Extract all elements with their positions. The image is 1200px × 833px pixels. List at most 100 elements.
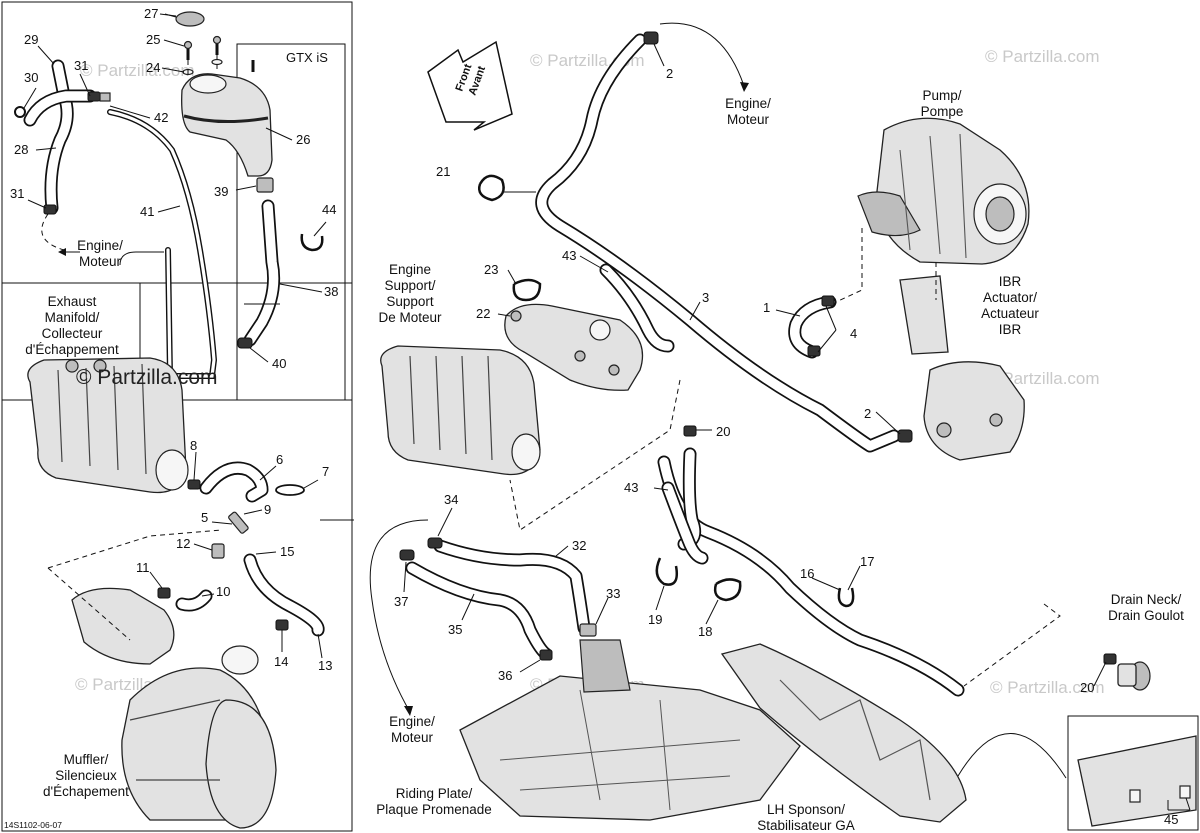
label-riding-plate: Plaque Promenade [376, 802, 492, 817]
clamp-14 [275, 619, 289, 631]
clamp-40 [237, 337, 253, 349]
callout-45: 45 [1164, 812, 1178, 827]
callout-6: 6 [276, 452, 283, 467]
callout-40: 40 [272, 356, 286, 371]
callout-15: 15 [280, 544, 294, 559]
label-exhaust: Exhaust [48, 294, 97, 309]
callout-34: 34 [444, 492, 458, 507]
callout-24: 24 [146, 60, 160, 75]
callout-37: 37 [394, 594, 408, 609]
callout-19: 19 [648, 612, 662, 627]
clamp-30 [14, 106, 26, 118]
callout-35: 35 [448, 622, 462, 637]
label-riding-plate: Riding Plate/ [396, 786, 473, 801]
watermark: © Partzilla.com [985, 47, 1100, 66]
clamp-8 [187, 479, 201, 490]
callout-12: 12 [176, 536, 190, 551]
label-exhaust: Collecteur [42, 326, 103, 341]
fitting-42 [99, 92, 111, 102]
callout-8: 8 [190, 438, 197, 453]
label-engine-top: Moteur [727, 112, 770, 127]
engine-arrow-top [659, 22, 745, 87]
callout-22: 22 [476, 306, 490, 321]
label-sponson: LH Sponson/ [767, 802, 845, 817]
clamp-18 [713, 578, 742, 602]
callout-32: 32 [572, 538, 586, 553]
engine-support [504, 303, 644, 391]
front-arrow: Front Avant [427, 40, 513, 131]
reservoir-cap [175, 11, 205, 27]
detail-inset-box [1067, 715, 1199, 831]
label-ibr: IBR [999, 322, 1022, 337]
gtx-is-inset-box [236, 43, 346, 401]
label-pump: Pompe [921, 104, 964, 119]
callout-2: 2 [666, 66, 673, 81]
watermark: © Partzilla.com [985, 369, 1100, 388]
callout-42: 42 [154, 110, 168, 125]
label-ibr: Actuateur [981, 306, 1039, 321]
callout-group: 1 2 2 3 4 5 6 7 8 9 10 11 12 13 14 15 16… [10, 6, 1178, 827]
callout-3: 3 [702, 290, 709, 305]
callout-20: 20 [716, 424, 730, 439]
callout-4: 4 [850, 326, 857, 341]
label-engine-bottom: Engine/ [389, 714, 435, 729]
label-muffler: Silencieux [55, 768, 117, 783]
exhaust-manifold [27, 357, 189, 494]
clamp-2-top [643, 31, 659, 45]
callout-29: 29 [24, 32, 38, 47]
callout-39: 39 [214, 184, 228, 199]
label-ibr: IBR [999, 274, 1022, 289]
callout-25: 25 [146, 32, 160, 47]
clamp-34 [427, 537, 443, 549]
watermark: © Partzilla.com [80, 61, 195, 80]
label-engine-left: Moteur [79, 254, 122, 269]
label-drain: Drain Neck/ [1111, 592, 1182, 607]
left-frame [1, 282, 353, 832]
callout-43: 43 [562, 248, 576, 263]
callout-28: 28 [14, 142, 28, 157]
label-engine-support: Engine [389, 262, 431, 277]
label-engine-support: De Moteur [378, 310, 442, 325]
callout-27: 27 [144, 6, 158, 21]
inset-title: GTX iS [286, 50, 328, 65]
callout-43: 43 [624, 480, 638, 495]
callout-31: 31 [10, 186, 24, 201]
label-muffler: d'Échapement [43, 784, 129, 799]
label-drain: Drain Goulot [1108, 608, 1184, 623]
exhaust-manifold-center [380, 345, 541, 476]
clamp-17 [837, 587, 855, 608]
callout-18: 18 [698, 624, 712, 639]
clamp-21 [478, 174, 505, 202]
sponson-detail [1077, 735, 1197, 827]
label-sponson: Stabilisateur GA [757, 818, 855, 833]
fitting-33 [579, 623, 597, 637]
label-engine-left: Engine/ [77, 238, 123, 253]
callout-7: 7 [322, 464, 329, 479]
label-ibr: Actuator/ [983, 290, 1037, 305]
fitting-5 [228, 511, 249, 534]
callout-30: 30 [24, 70, 38, 85]
engine-arrow-bottom [369, 519, 429, 713]
sponson-detail-arrow [957, 733, 1067, 779]
clamp-36 [539, 649, 553, 661]
clamp-19 [655, 557, 678, 586]
label-exhaust: Manifold/ [45, 310, 100, 325]
callout-36: 36 [498, 668, 512, 683]
label-engine-bottom: Moteur [391, 730, 434, 745]
lh-sponson [720, 643, 967, 823]
callout-20: 20 [1080, 680, 1094, 695]
callout-33: 33 [606, 586, 620, 601]
jet-pump [857, 117, 1030, 265]
label-pump: Pump/ [922, 88, 961, 103]
watermark: © Partzilla.com [990, 678, 1105, 697]
callout-14: 14 [274, 654, 288, 669]
callout-11: 11 [136, 560, 150, 575]
coolant-reservoir [181, 73, 273, 177]
washer-22 [510, 310, 522, 322]
callout-9: 9 [264, 502, 271, 517]
callout-41: 41 [140, 204, 154, 219]
callout-16: 16 [800, 566, 814, 581]
fitting-12 [211, 543, 225, 559]
callout-10: 10 [216, 584, 230, 599]
